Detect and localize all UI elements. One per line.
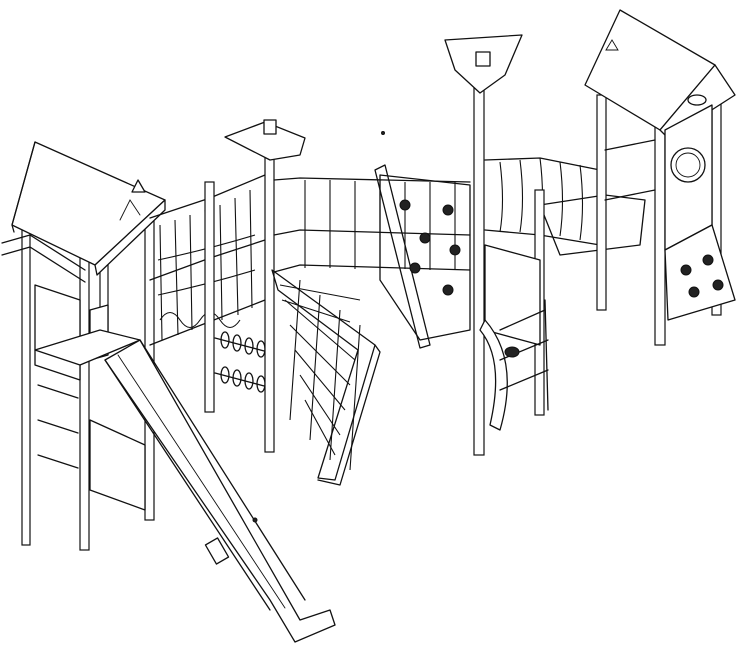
left-tower-post-1 bbox=[21, 224, 31, 546]
left-tower bbox=[1, 141, 166, 551]
tower-left-roof bbox=[11, 141, 166, 266]
right-bridge-top-rail bbox=[484, 157, 601, 171]
porthole-inner bbox=[675, 152, 701, 178]
rope-net-bridge bbox=[149, 174, 269, 413]
left-tower-rail bbox=[1, 234, 86, 271]
climbing-net-diag-2 bbox=[289, 279, 361, 471]
center-rope-frame bbox=[273, 177, 471, 323]
tower-left-roof-edge bbox=[94, 199, 166, 276]
frame-low-rail bbox=[273, 264, 471, 273]
right-climbing-holds bbox=[680, 254, 724, 298]
slide-right-edge bbox=[139, 339, 306, 601]
flag-sign-left bbox=[224, 121, 306, 161]
ladder-rail bbox=[544, 299, 549, 411]
right-tower-post-2 bbox=[654, 124, 666, 346]
tower-left-roof-front bbox=[11, 141, 36, 233]
bridge-post bbox=[204, 181, 215, 413]
left-tower-steps bbox=[37, 384, 79, 469]
climbing-net bbox=[271, 269, 381, 486]
tower-left-gable bbox=[119, 199, 141, 221]
center-right-post-group bbox=[444, 34, 523, 456]
slide-label-plate bbox=[204, 537, 230, 565]
frame-mid-rail bbox=[273, 229, 471, 236]
slide-bolt bbox=[252, 517, 258, 523]
stray-dot bbox=[381, 131, 385, 135]
left-tower-lower-panel bbox=[89, 419, 146, 511]
ladder-handle bbox=[504, 346, 520, 358]
slide-chute bbox=[104, 339, 336, 643]
ladder-platform-panel bbox=[484, 244, 541, 346]
climbing-wall-panel bbox=[379, 174, 471, 341]
slide-left-edge bbox=[104, 359, 271, 611]
center-left-post bbox=[264, 151, 275, 453]
climbing-net-diag-1 bbox=[284, 299, 356, 456]
right-tower-post-1 bbox=[596, 94, 607, 311]
left-tower-post-2 bbox=[79, 249, 90, 551]
right-tower-bars bbox=[604, 139, 656, 201]
climbing-wall-beam bbox=[374, 164, 431, 349]
climbing-wall bbox=[374, 164, 471, 349]
center-tall-post bbox=[473, 84, 485, 456]
left-tower-rail-2 bbox=[1, 246, 86, 283]
curved-side-panel bbox=[479, 319, 508, 431]
ladder bbox=[479, 244, 549, 431]
slide bbox=[104, 339, 336, 643]
center-left-post-group bbox=[224, 119, 306, 453]
tower-right-roof-finial bbox=[605, 39, 619, 51]
flag-sign-left-knob bbox=[263, 119, 277, 135]
tower-right-horn bbox=[687, 94, 707, 106]
bridge-rope-loops bbox=[159, 311, 241, 329]
right-tower-climbing-panel bbox=[664, 224, 736, 321]
frame-top-rail bbox=[273, 177, 471, 183]
right-bridge-deck bbox=[539, 194, 646, 256]
right-tower bbox=[584, 9, 736, 346]
slide-inner-line bbox=[117, 354, 286, 609]
tower-left-roof-finial bbox=[131, 179, 146, 193]
flag-sign-center-knob bbox=[475, 51, 491, 67]
spinner-discs bbox=[214, 331, 269, 393]
climbing-holds bbox=[399, 199, 461, 296]
climbing-net-frame-edge bbox=[317, 344, 381, 486]
left-tower-side-panel bbox=[34, 284, 81, 381]
frame-lower-ropes bbox=[279, 284, 361, 323]
